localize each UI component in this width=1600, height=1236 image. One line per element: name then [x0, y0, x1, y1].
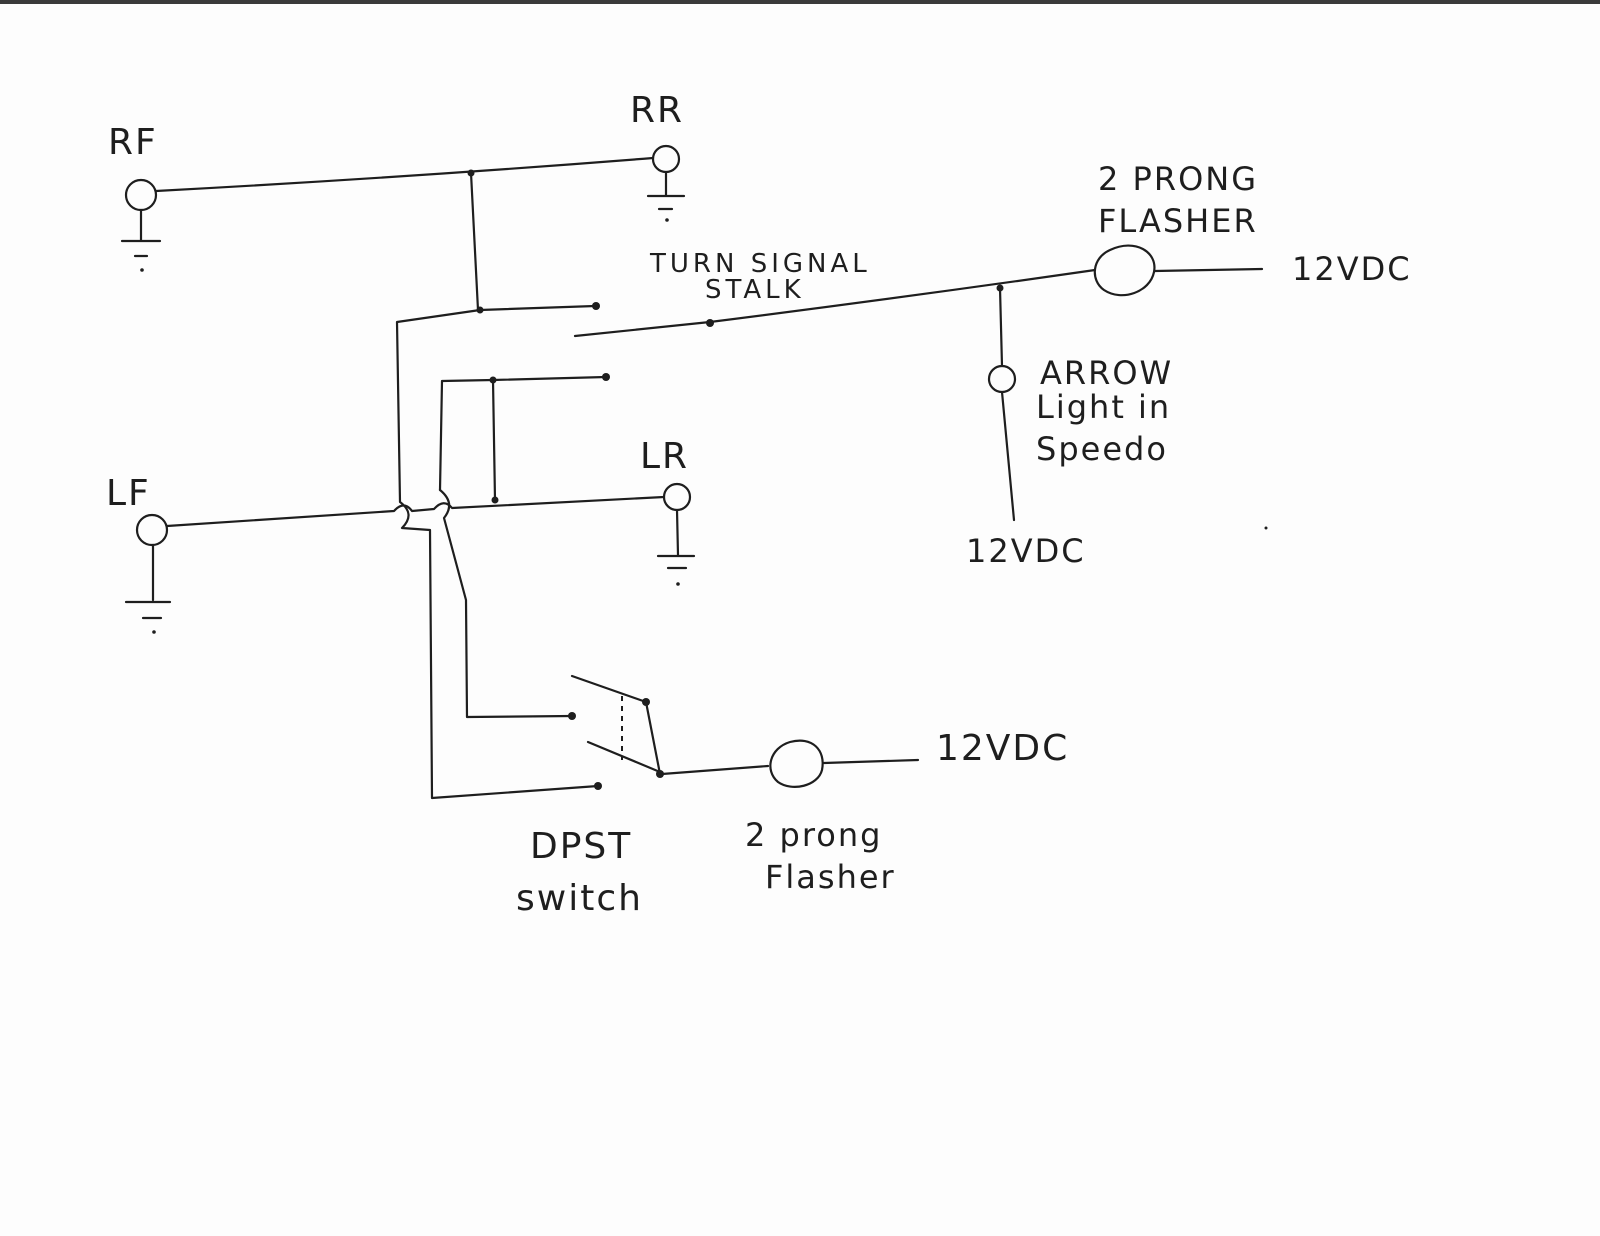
wire-left-side	[165, 495, 666, 528]
top-flasher	[1093, 244, 1264, 297]
wire-right-side	[154, 156, 655, 193]
junction-left-side	[491, 496, 499, 504]
label-stalk-line1: TURN SIGNAL	[649, 249, 871, 279]
label-flasher-bottom-line1: 2 prong	[745, 816, 882, 854]
label-rf: RF	[108, 122, 158, 163]
label-dpst-line1: DPST	[530, 826, 632, 867]
label-lf: LF	[106, 473, 151, 514]
label-arrow-line1: ARROW	[1040, 354, 1173, 392]
lf-bulb	[124, 513, 172, 634]
lr-bulb	[656, 482, 696, 586]
scan-speck	[1264, 526, 1268, 530]
turn-signal-stalk	[573, 319, 714, 381]
label-12vdc-top: 12VDC	[1292, 250, 1412, 288]
wire-stalk-to-flasher	[708, 268, 1097, 324]
wire-hazard-right	[395, 308, 600, 800]
arrow-indicator-bulb	[987, 286, 1017, 522]
label-rr: RR	[630, 90, 684, 131]
dpst-terminal-lower	[594, 782, 602, 790]
label-arrow-line3: Speedo	[1036, 430, 1168, 468]
wire-hazard-left	[438, 488, 574, 719]
label-flasher-top-line1: 2 PRONG	[1098, 160, 1258, 198]
label-lr: LR	[640, 436, 689, 477]
label-12vdc-arrow: 12VDC	[966, 532, 1086, 570]
dpst-switch[interactable]	[570, 674, 664, 778]
label-flasher-bottom-line2: Flasher	[765, 858, 896, 896]
bottom-flasher	[769, 739, 920, 788]
dpst-terminal-upper	[568, 712, 576, 720]
label-flasher-top-line2: FLASHER	[1098, 202, 1258, 240]
label-arrow-line2: Light in	[1036, 388, 1171, 426]
label-12vdc-bottom: 12VDC	[936, 728, 1069, 769]
label-dpst-line2: switch	[516, 878, 643, 919]
wire-stalk-left	[438, 375, 608, 492]
scan-edge	[0, 0, 1600, 4]
label-stalk-line2: STALK	[705, 275, 805, 305]
rf-bulb	[120, 178, 162, 272]
stalk-right-terminal	[592, 302, 600, 310]
